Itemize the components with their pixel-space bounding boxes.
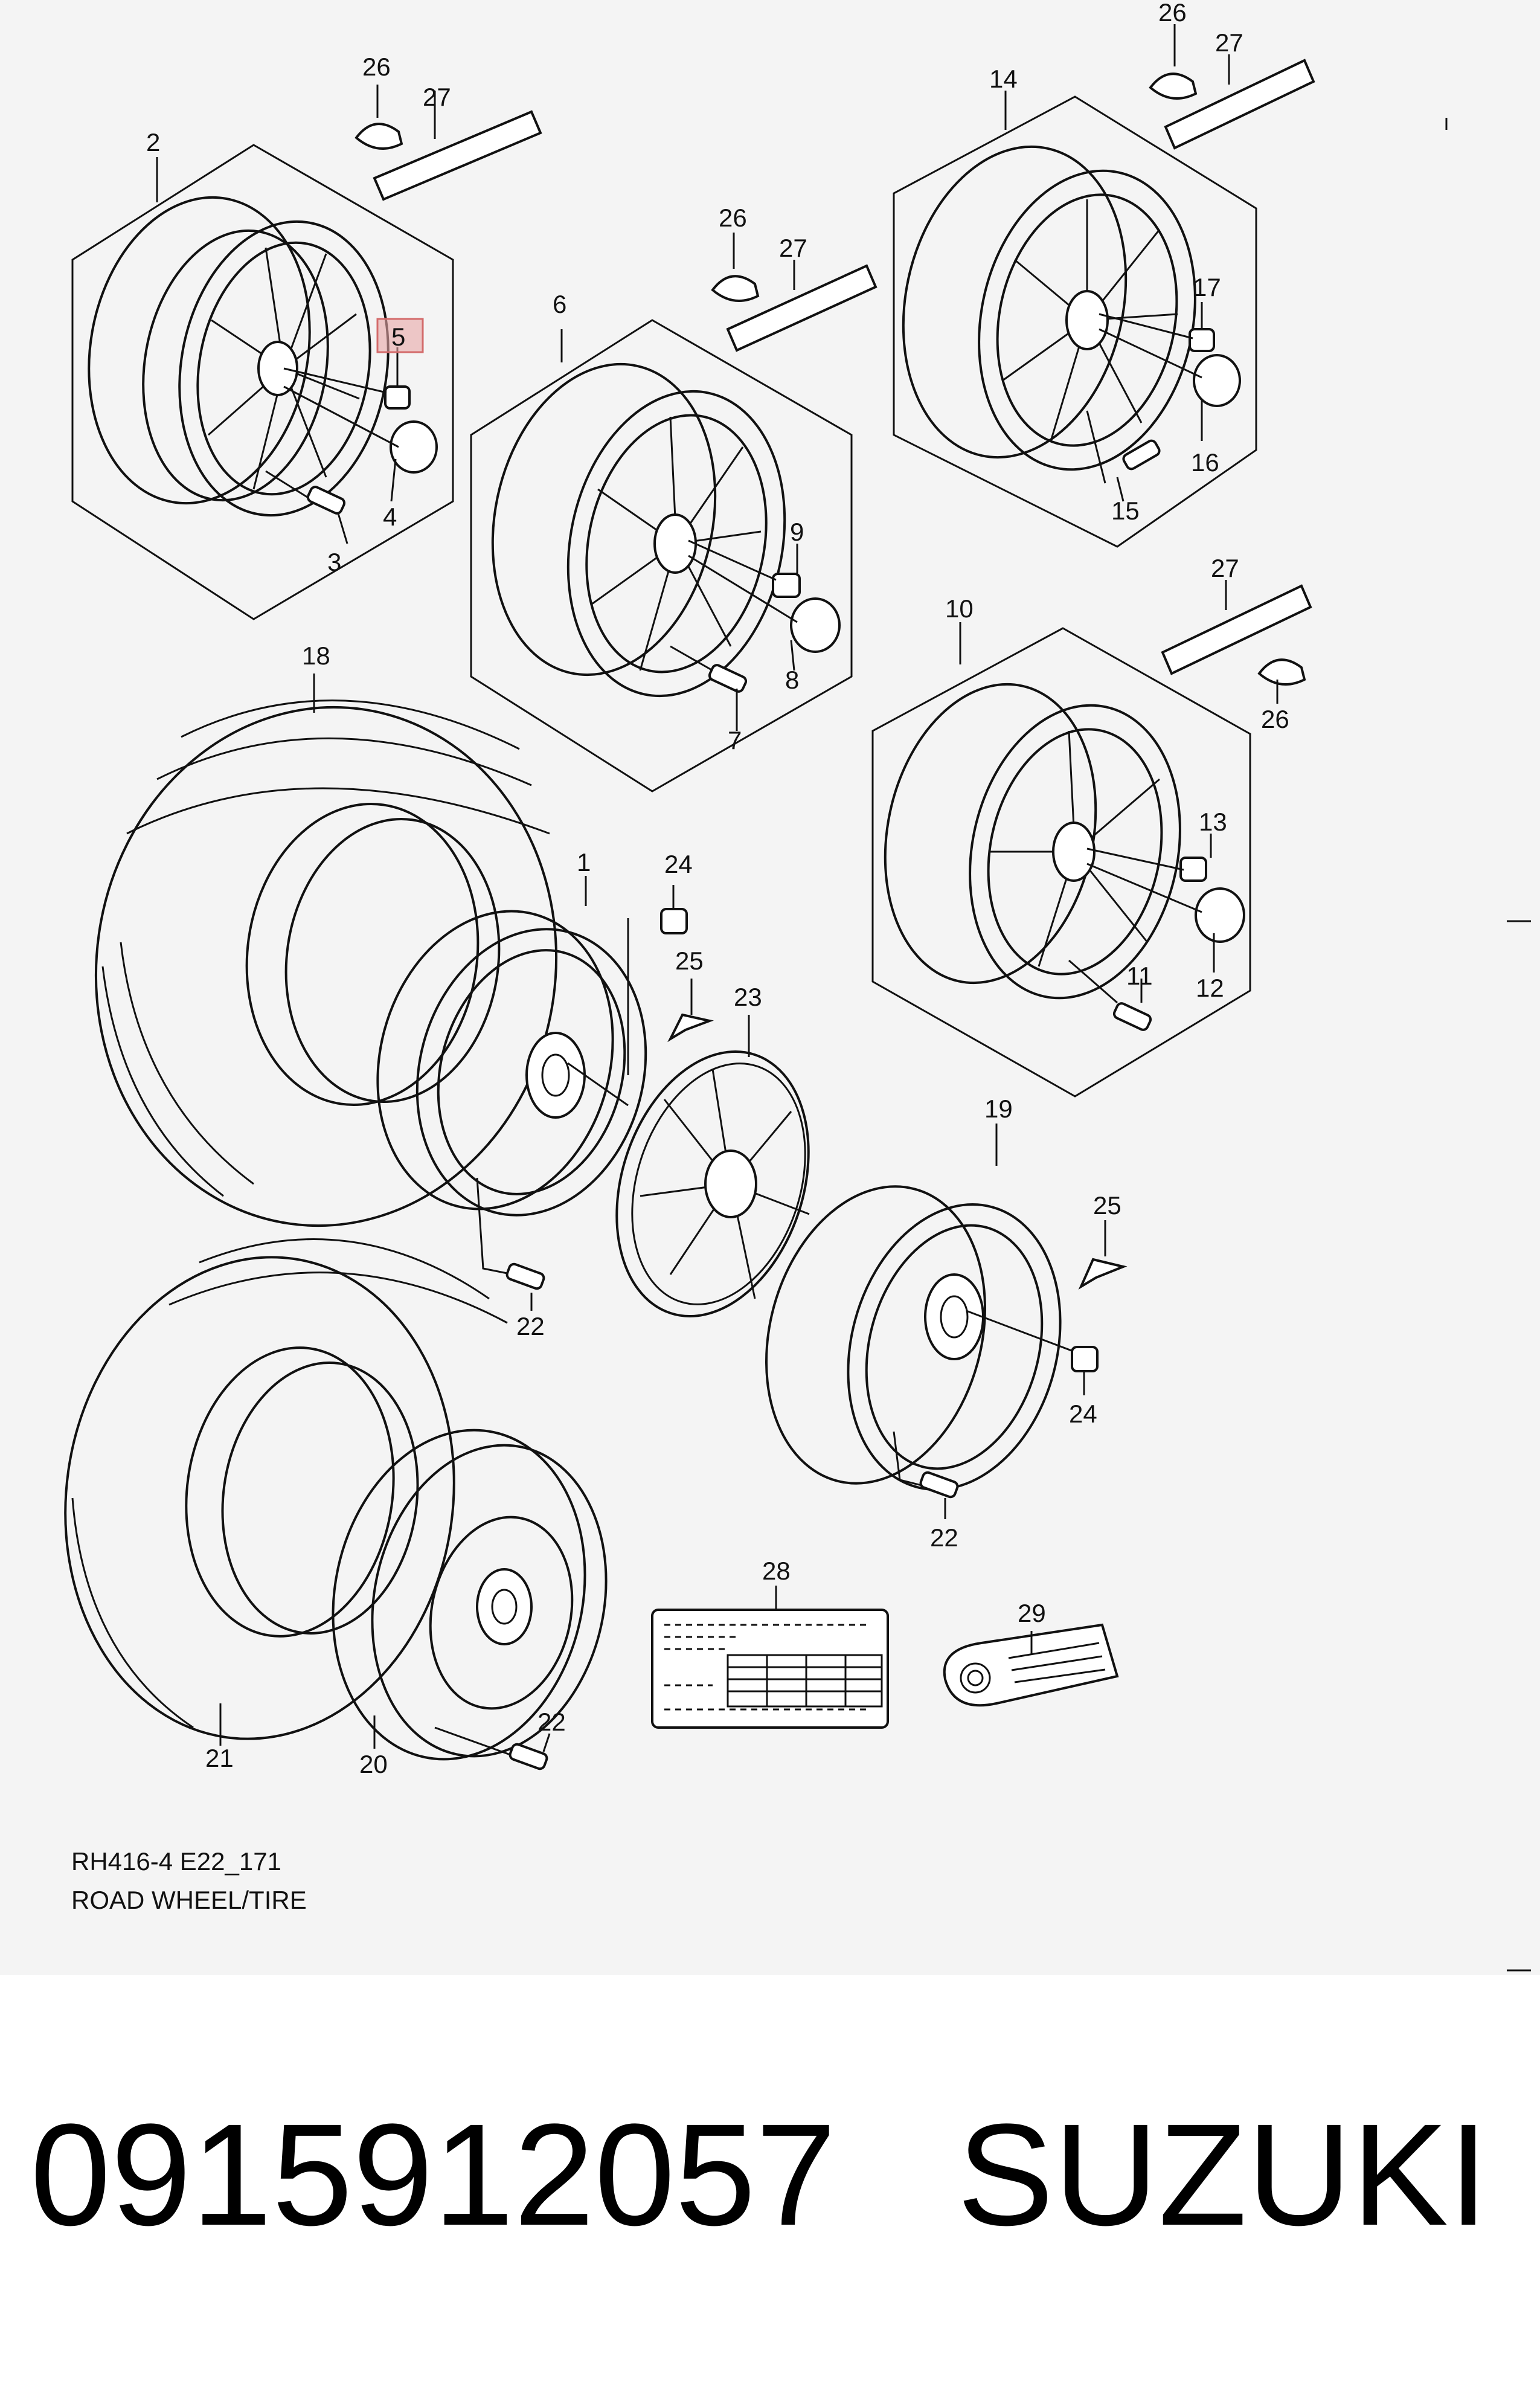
label-strip-27-center: [726, 260, 877, 352]
callout-27-d: 27: [1211, 554, 1239, 582]
tire-pressure-label-28: [651, 1586, 889, 1729]
callout-5-highlight: [376, 318, 424, 353]
weight-25-right: [1078, 1220, 1128, 1290]
callout-22-c: 22: [537, 1708, 566, 1736]
steel-wheel-19: [765, 1124, 1079, 1519]
callout-7: 7: [728, 726, 742, 754]
callout-24: 24: [664, 850, 693, 878]
alloy-wheel-6-group: [470, 319, 853, 793]
callout-6: 6: [553, 290, 566, 318]
label-strip-27-top-right: [1164, 54, 1315, 150]
exploded-parts-diagram: 2 3 4 5 26 27 6 7 8 9: [64, 0, 1531, 1972]
callout-27: 27: [423, 83, 451, 111]
callout-26-b: 26: [719, 204, 747, 232]
callout-12: 12: [1196, 974, 1224, 1002]
callout-14: 14: [989, 65, 1018, 93]
callout-25-b: 25: [1093, 1191, 1121, 1220]
sensor-26-top-left: [355, 85, 403, 150]
callout-26-d: 26: [1261, 705, 1289, 733]
callout-1: 1: [577, 848, 591, 876]
callout-21: 21: [205, 1744, 234, 1772]
callout-9: 9: [790, 518, 804, 546]
callout-10: 10: [945, 594, 974, 623]
wheel-cover-23: [615, 1015, 810, 1317]
callout-23: 23: [734, 983, 762, 1011]
callout-27-b: 27: [779, 234, 807, 262]
callout-25: 25: [675, 947, 704, 975]
sensor-26-right: [1257, 658, 1306, 704]
nut-24-right: [1071, 1346, 1099, 1395]
tire-tag-29: [943, 1623, 1119, 1707]
callout-8: 8: [785, 666, 799, 694]
callout-19: 19: [984, 1095, 1013, 1123]
callout-2: 2: [146, 128, 160, 156]
callout-18: 18: [302, 641, 330, 670]
alloy-wheel-2-group: [71, 144, 454, 620]
callout-17: 17: [1193, 273, 1221, 301]
tire-18-and-wheel-1: [94, 674, 647, 1311]
nut-24-center: [660, 885, 688, 934]
callout-4: 4: [383, 503, 397, 531]
callout-29: 29: [1018, 1599, 1046, 1627]
callout-22-b: 22: [930, 1523, 958, 1552]
sensor-26-center: [711, 233, 760, 302]
callout-24-b: 24: [1069, 1400, 1097, 1428]
label-strip-27-top-left: [373, 91, 542, 201]
weight-25-center: [667, 979, 714, 1043]
callout-5: 5: [391, 323, 405, 351]
diagram-name: ROAD WHEEL/TIRE: [71, 1886, 307, 1914]
part-number-line: 0915912057 SUZUKI: [30, 2102, 1489, 2247]
sensor-26-top-right: [1149, 24, 1198, 100]
callout-20: 20: [359, 1750, 388, 1778]
callout-26-c: 26: [1158, 0, 1187, 27]
part-number: 0915912057: [30, 2094, 836, 2255]
callout-11: 11: [1126, 962, 1153, 990]
alloy-wheel-14-group: [893, 91, 1257, 548]
parts-diagram-panel: 2 3 4 5 26 27 6 7 8 9: [0, 0, 1540, 1975]
diagram-code: RH416-4 E22_171: [71, 1847, 281, 1876]
callout-22: 22: [516, 1312, 545, 1340]
label-strip-27-right: [1161, 580, 1312, 675]
callout-15: 15: [1111, 497, 1140, 525]
callout-16: 16: [1191, 448, 1219, 477]
alloy-wheel-10-group: [871, 622, 1251, 1098]
callout-28: 28: [762, 1557, 791, 1585]
callout-3: 3: [327, 548, 341, 576]
tire-21-and-wheel-20: [64, 1238, 608, 1770]
callout-13: 13: [1199, 808, 1227, 836]
brand-name: SUZUKI: [957, 2094, 1489, 2255]
callout-26: 26: [362, 53, 391, 81]
callout-27-c: 27: [1215, 28, 1243, 57]
